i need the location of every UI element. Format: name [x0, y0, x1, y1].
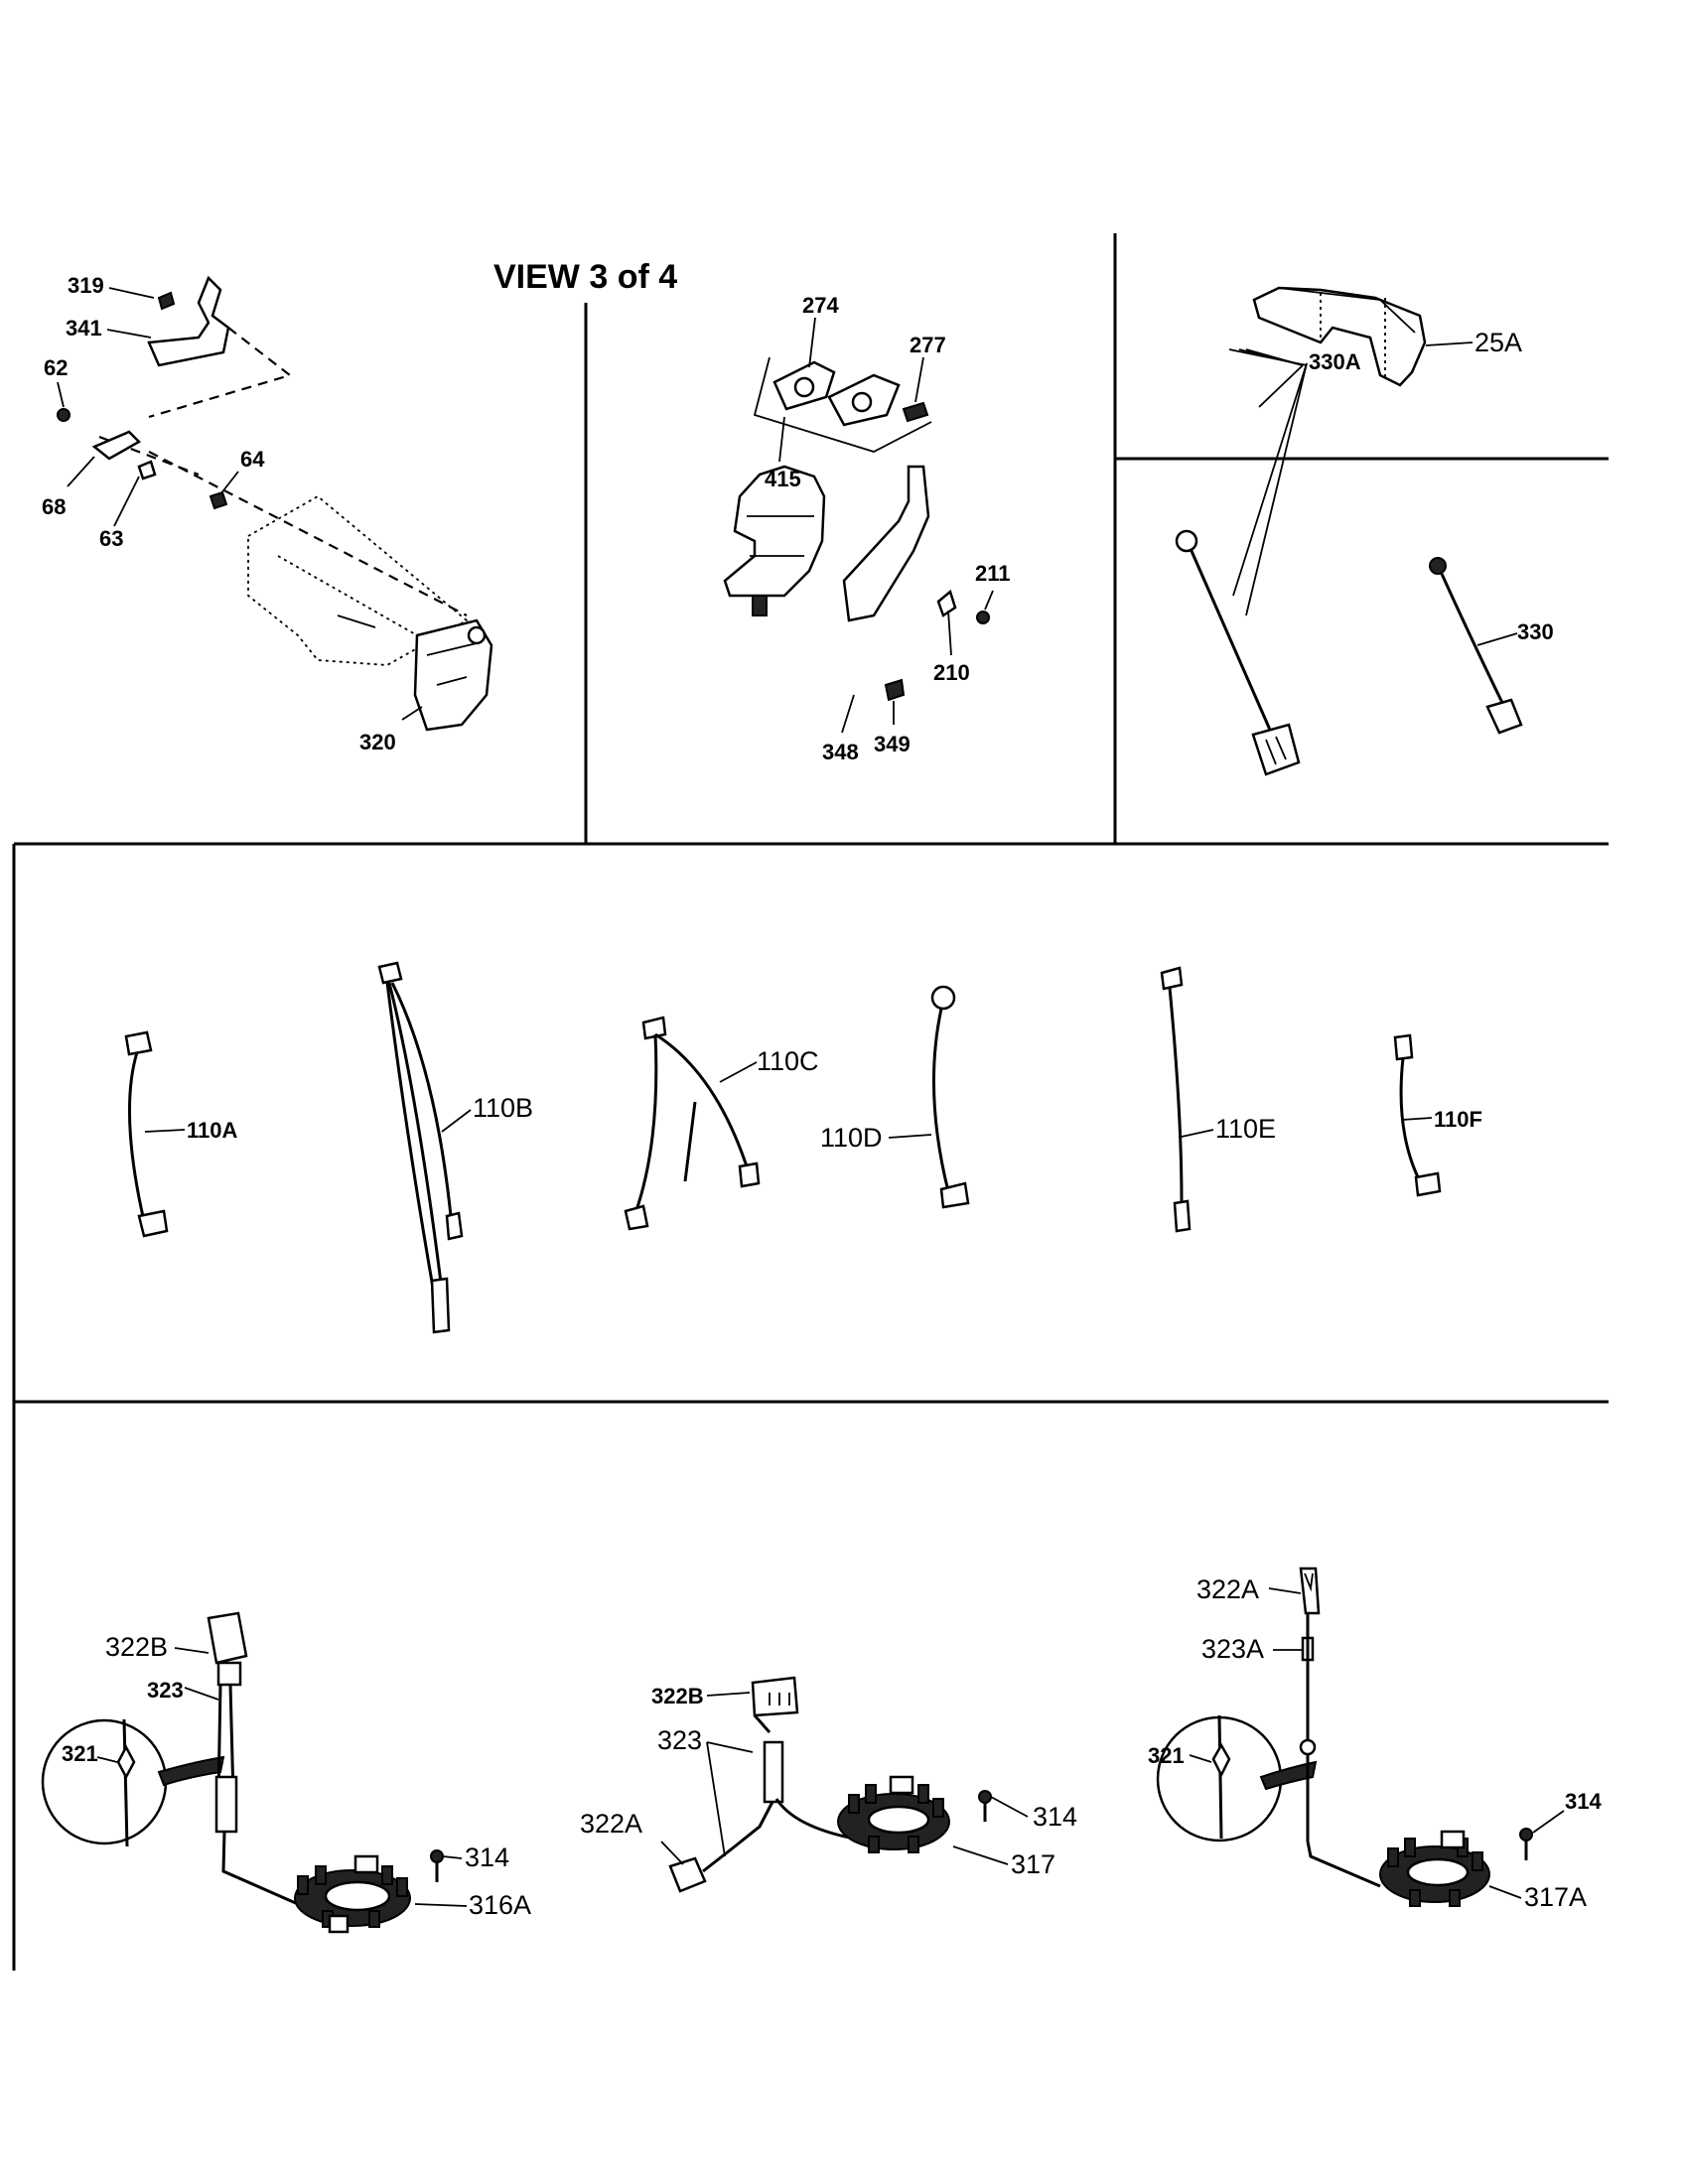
leader-lines-panel1 — [57, 287, 423, 721]
label-317a: 317A — [1524, 1882, 1587, 1912]
label-314-3: 314 — [1565, 1789, 1602, 1814]
label-274: 274 — [802, 293, 839, 318]
leader-lines-panel4 — [1228, 348, 1518, 646]
label-110a: 110A — [187, 1118, 237, 1143]
label-317: 317 — [1011, 1849, 1055, 1879]
label-341: 341 — [66, 316, 102, 341]
label-322a-3: 322A — [1196, 1574, 1259, 1604]
label-319: 319 — [68, 273, 104, 298]
label-62: 62 — [44, 355, 68, 380]
label-323-1: 323 — [147, 1678, 184, 1703]
label-110f: 110F — [1434, 1107, 1482, 1132]
label-322a-2: 322A — [580, 1809, 642, 1839]
leader-lines-bottom — [96, 1587, 1565, 1907]
control-bracket-assembly — [57, 275, 493, 732]
page-title: VIEW 3 of 4 — [493, 258, 677, 296]
panel-frame — [12, 233, 1609, 1971]
harness-110b — [377, 961, 464, 1334]
label-314-1: 314 — [465, 1843, 509, 1872]
harness-110a — [124, 1030, 169, 1238]
carburetor-assembly — [723, 356, 990, 702]
label-25a: 25A — [1474, 328, 1522, 357]
harness-110e — [1160, 966, 1192, 1233]
label-316a: 316A — [469, 1890, 531, 1920]
lead-330a — [1175, 529, 1301, 776]
label-323a: 323A — [1201, 1634, 1264, 1664]
harness-110c — [624, 1016, 761, 1231]
label-321-1: 321 — [62, 1741, 98, 1766]
label-211: 211 — [975, 561, 1011, 586]
harness-110d — [930, 985, 970, 1209]
label-63: 63 — [99, 526, 123, 551]
label-110e: 110E — [1215, 1114, 1276, 1144]
label-110c: 110C — [757, 1046, 819, 1076]
label-323-2: 323 — [657, 1725, 702, 1755]
label-320: 320 — [359, 730, 396, 754]
label-64: 64 — [240, 447, 265, 472]
label-210: 210 — [933, 660, 970, 685]
label-415: 415 — [765, 467, 801, 491]
bracket-25a — [1252, 286, 1427, 387]
label-277: 277 — [910, 333, 946, 357]
label-322b-2: 322B — [651, 1684, 704, 1708]
harness-110f — [1393, 1033, 1442, 1197]
label-110b: 110B — [473, 1093, 533, 1123]
stator-assembly-317 — [668, 1676, 992, 1893]
label-68: 68 — [42, 494, 66, 519]
stator-assembly-317a — [1156, 1567, 1533, 1907]
stator-assembly-316a — [41, 1611, 444, 1934]
label-330a: 330A — [1309, 349, 1361, 374]
label-314-2: 314 — [1033, 1802, 1077, 1832]
label-330: 330 — [1517, 619, 1554, 644]
label-322b-1: 322B — [105, 1632, 168, 1662]
leader-lines-panel2 — [778, 317, 994, 734]
label-110d: 110D — [820, 1123, 883, 1153]
label-349: 349 — [874, 732, 911, 756]
leader-25a — [1425, 341, 1474, 346]
lead-330 — [1429, 557, 1523, 735]
leader-lines-middle — [144, 1061, 1433, 1139]
label-321-3: 321 — [1148, 1743, 1185, 1768]
label-348: 348 — [822, 740, 859, 764]
